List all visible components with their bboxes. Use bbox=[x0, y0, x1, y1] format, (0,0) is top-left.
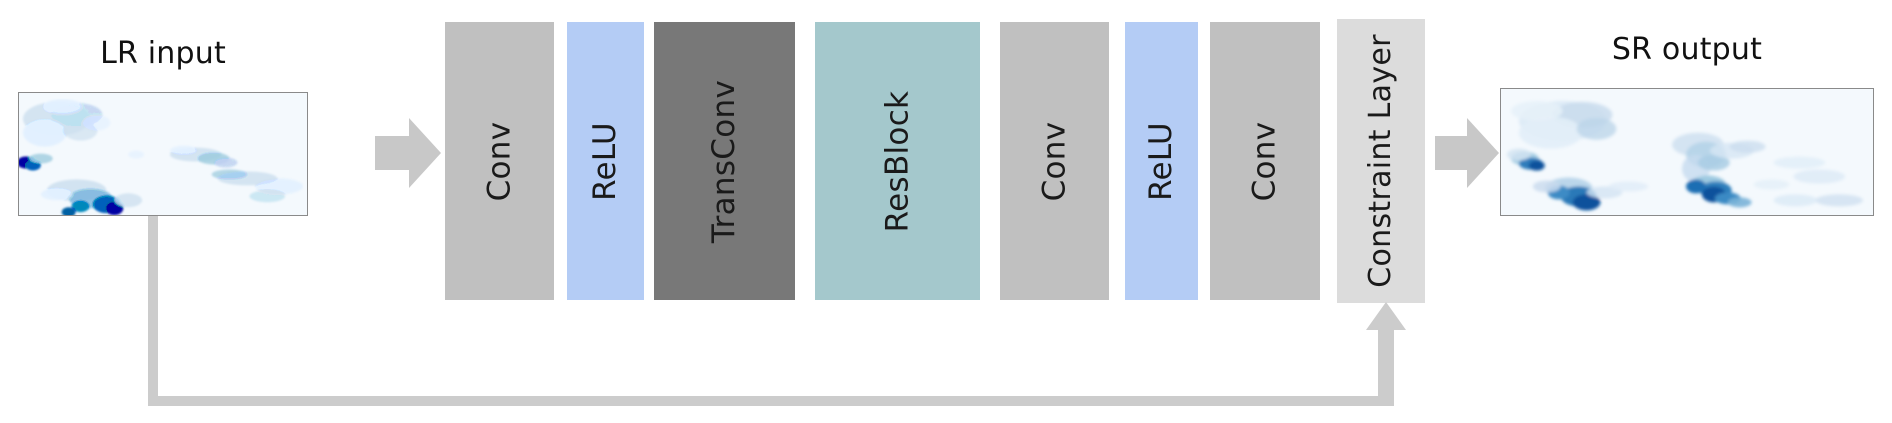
block-resblock[interactable]: ResBlock bbox=[815, 22, 980, 300]
output-arrow-icon bbox=[1435, 118, 1499, 188]
block-relu-2[interactable]: ReLU bbox=[1125, 22, 1198, 300]
block-conv-2-label: Conv bbox=[1036, 121, 1072, 201]
block-transconv-label: TransConv bbox=[706, 79, 743, 243]
block-conv-1[interactable]: Conv bbox=[445, 22, 554, 300]
block-transconv[interactable]: TransConv bbox=[654, 22, 795, 300]
input-arrow-icon bbox=[375, 118, 441, 188]
block-relu-1-label: ReLU bbox=[587, 121, 623, 201]
block-conv-1-label: Conv bbox=[481, 121, 517, 201]
block-relu-1[interactable]: ReLU bbox=[567, 22, 644, 300]
block-conv-2[interactable]: Conv bbox=[1000, 22, 1109, 300]
lr-input-title: LR input bbox=[100, 36, 226, 71]
lr-input-image bbox=[18, 92, 308, 216]
block-conv-3-label: Conv bbox=[1246, 121, 1283, 201]
block-constraint-layer[interactable]: Constraint Layer bbox=[1337, 19, 1425, 303]
skip-connection-horizontal-segment bbox=[148, 396, 1382, 406]
skip-connection-vertical-segment bbox=[148, 216, 158, 406]
sr-output-heatmap bbox=[1501, 89, 1873, 215]
sr-output-title: SR output bbox=[1611, 32, 1763, 67]
skip-connection-arrow-up-icon bbox=[1366, 302, 1406, 406]
block-relu-2-label: ReLU bbox=[1143, 121, 1179, 201]
lr-input-heatmap bbox=[19, 93, 307, 215]
sr-output-image bbox=[1500, 88, 1874, 216]
block-conv-3[interactable]: Conv bbox=[1210, 22, 1320, 300]
block-resblock-label: ResBlock bbox=[879, 90, 915, 232]
block-constraint-layer-label: Constraint Layer bbox=[1363, 34, 1399, 288]
